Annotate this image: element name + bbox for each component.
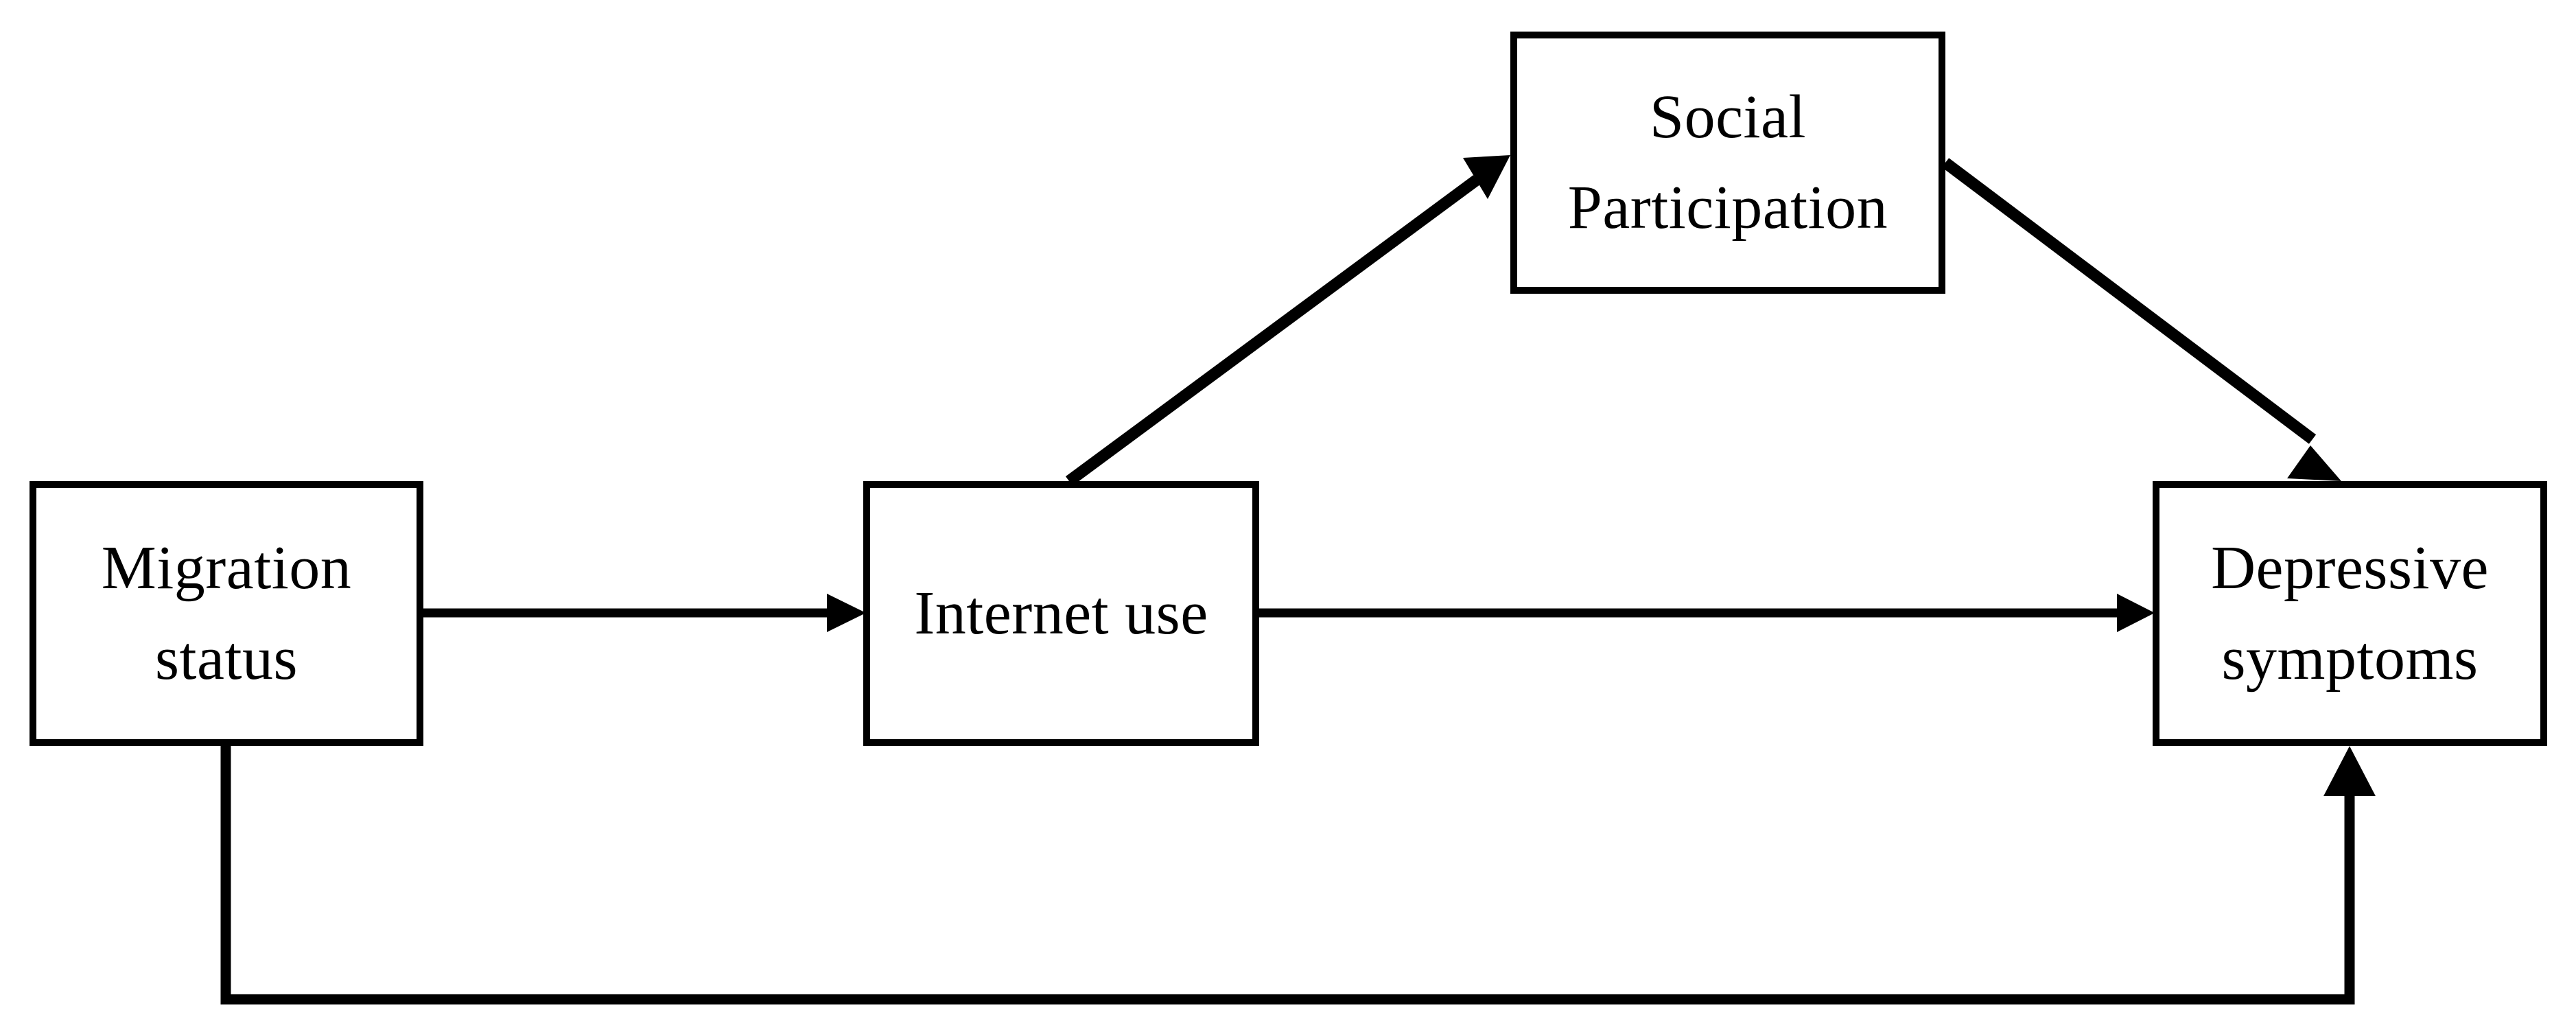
node-social-participation-label-line-2: Participation [1567,174,1888,242]
node-social-participation-label-line-1: Social [1650,83,1806,151]
node-social-participation[interactable]: Social Participation [1510,32,1945,294]
node-depressive-symptoms[interactable]: Depressive symptoms [2153,481,2547,746]
node-depressive-symptoms-label-line-2: symptoms [2221,625,2479,693]
node-internet-use[interactable]: Internet use [863,481,1259,746]
edge-migration-to-internet [423,594,866,632]
node-migration-status-label-line-1: Migration [101,534,352,602]
node-migration-status[interactable]: Migration status [30,481,423,746]
node-migration-status-label-line-2: status [154,625,298,693]
node-internet-use-label-line-1: Internet use [914,579,1208,647]
edge-internet-to-depressive [1259,594,2155,632]
node-depressive-symptoms-label-line-1: Depressive [2211,534,2489,602]
edge-migration-to-depressive-direct [220,746,2376,1005]
edge-internet-to-social [1065,155,1510,486]
edge-social-to-depressive [1941,158,2341,481]
